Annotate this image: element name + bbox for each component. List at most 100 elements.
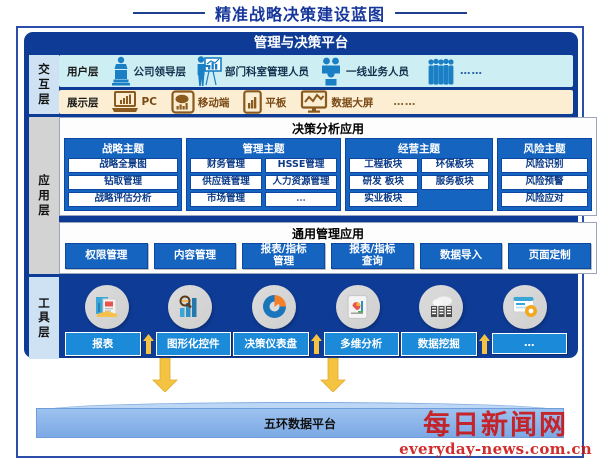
theme-tag[interactable]: 实业板块 bbox=[349, 191, 418, 207]
interaction-layer-label: 交 互 层 bbox=[29, 55, 59, 114]
gm-button-permission[interactable]: 权限管理 bbox=[65, 242, 148, 269]
decision-analysis-panel: 决策分析应用 战略主题 战略全景图 钻取管理 战略评估分析 bbox=[59, 117, 597, 216]
gm-button-data-import[interactable]: 数据导入 bbox=[419, 242, 503, 269]
title-rule-right bbox=[395, 12, 467, 14]
theme-column: 风险识别 风险预警 风险应对 bbox=[501, 158, 588, 207]
display-item-label: 平板 bbox=[265, 96, 287, 109]
theme-tag[interactable]: … bbox=[265, 191, 337, 207]
decision-analysis-title: 决策分析应用 bbox=[291, 122, 364, 136]
crowd-icon bbox=[428, 58, 454, 85]
tool-button-data-mining[interactable]: 数据挖掘 bbox=[401, 331, 477, 356]
gm-button-page-custom[interactable]: 页面定制 bbox=[508, 242, 592, 269]
theme-tag[interactable]: 风险预警 bbox=[501, 174, 588, 190]
vlabel-char: 具 bbox=[38, 310, 50, 325]
theme-tag[interactable]: 财务管理 bbox=[190, 158, 262, 173]
tool-icon-report[interactable] bbox=[84, 284, 129, 329]
up-arrow-icon bbox=[310, 333, 322, 354]
theme-column: 工程板块 研发 板块 实业板块 bbox=[349, 158, 418, 207]
general-management-buttons: 权限管理 内容管理 报表/指标 管理 报表/指标 查询 数据导入 页面定制 bbox=[60, 242, 596, 273]
presenter-chart-icon bbox=[197, 56, 222, 86]
vlabel-char: 层 bbox=[38, 202, 50, 217]
tool-button-multidim[interactable]: 多维分析 bbox=[323, 331, 399, 356]
user-item-leader[interactable]: 公司领导层 bbox=[111, 56, 186, 86]
gm-button-report-manage[interactable]: 报表/指标 管理 bbox=[242, 242, 326, 269]
theme-grid: 财务管理 供应链管理 市场管理 HSSE管理 人力资源管理 … bbox=[190, 158, 337, 207]
display-item-more: …… bbox=[393, 96, 417, 108]
theme-tag[interactable]: 研发 板块 bbox=[349, 174, 418, 190]
display-layer-row: 展示层 PC bbox=[59, 90, 573, 114]
up-arrow-icon bbox=[478, 333, 490, 354]
theme-tag[interactable]: 环保板块 bbox=[420, 158, 489, 173]
tool-icon-settings[interactable] bbox=[503, 284, 548, 329]
platform-body: 交 互 层 用户层 bbox=[29, 55, 597, 359]
multidim-tablet-icon bbox=[347, 294, 368, 319]
display-item-label: PC bbox=[141, 96, 157, 108]
tablet-bars-icon bbox=[243, 90, 263, 114]
management-decision-platform: 管理与决策平台 交 互 层 用户层 bbox=[24, 32, 597, 359]
data-platform: 五环数据平台 bbox=[36, 402, 564, 442]
diagram-frame: 管理与决策平台 交 互 层 用户层 bbox=[16, 26, 597, 458]
tool-icon-multidim[interactable] bbox=[335, 284, 380, 329]
tool-icon-chart-widget[interactable] bbox=[168, 284, 213, 329]
interaction-content: 用户层 公司领导层 bbox=[59, 55, 573, 114]
laptop-icon bbox=[111, 91, 138, 112]
theme-tag[interactable]: 工程板块 bbox=[349, 158, 418, 173]
vlabel-char: 工 bbox=[38, 295, 50, 310]
theme-tag[interactable]: 风险应对 bbox=[501, 191, 588, 207]
tool-button-report[interactable]: 报表 bbox=[65, 331, 141, 356]
monitor-pie-icon bbox=[171, 90, 195, 114]
page-title-row: 精准战略决策建设蓝图 bbox=[0, 0, 600, 26]
theme-tag[interactable]: 人力资源管理 bbox=[265, 174, 337, 190]
user-layer-label: 用户层 bbox=[67, 65, 99, 78]
display-item-bigscreen[interactable]: 数据大屏 bbox=[300, 90, 373, 114]
user-item-frontline[interactable]: 一线业务人员 bbox=[319, 56, 409, 86]
theme-column: 环保板块 服务板块 bbox=[420, 158, 489, 207]
vlabel-char: 应 bbox=[38, 173, 50, 188]
theme-tag[interactable]: 风险识别 bbox=[501, 158, 588, 173]
vlabel-char: 用 bbox=[38, 188, 50, 203]
user-item-more[interactable]: …… bbox=[427, 56, 483, 86]
down-arrow-icon-right bbox=[320, 358, 346, 392]
gm-button-report-query[interactable]: 报表/指标 查询 bbox=[331, 242, 414, 269]
theme-management: 管理主题 财务管理 供应链管理 市场管理 HSSE管理 bbox=[186, 138, 341, 211]
tool-arrow-3 bbox=[478, 333, 490, 354]
theme-title: 管理主题 bbox=[242, 143, 285, 155]
tool-button-dashboard[interactable]: 决策仪表盘 bbox=[233, 331, 309, 356]
decision-theme-group: 战略主题 战略全景图 钻取管理 战略评估分析 bbox=[60, 138, 596, 215]
theme-tag[interactable]: 供应链管理 bbox=[190, 174, 262, 190]
theme-title: 经营主题 bbox=[398, 143, 440, 155]
data-platform-label: 五环数据平台 bbox=[263, 416, 336, 431]
display-item-mobile[interactable]: 移动端 bbox=[171, 90, 229, 114]
tool-icon-row bbox=[59, 277, 573, 329]
gm-button-content[interactable]: 内容管理 bbox=[153, 242, 237, 269]
theme-tag[interactable]: 战略全景图 bbox=[68, 158, 178, 173]
user-item-label: 一线业务人员 bbox=[346, 65, 409, 78]
data-platform-face[interactable]: 五环数据平台 bbox=[36, 408, 564, 438]
theme-tag[interactable]: 钻取管理 bbox=[68, 174, 178, 190]
application-layer: 应 用 层 决策分析应用 战略主题 战略全景图 bbox=[29, 117, 597, 274]
people-group-icon bbox=[322, 57, 340, 86]
theme-tag[interactable]: 服务板块 bbox=[420, 174, 489, 190]
display-item-label: 数据大屏 bbox=[331, 96, 374, 109]
tool-icon-dashboard[interactable] bbox=[252, 284, 297, 329]
interaction-layer: 交 互 层 用户层 bbox=[29, 55, 573, 114]
theme-grid: 战略全景图 钻取管理 战略评估分析 bbox=[68, 158, 178, 207]
theme-tag[interactable]: 市场管理 bbox=[190, 191, 262, 207]
theme-column: 财务管理 供应链管理 市场管理 bbox=[190, 158, 262, 207]
bigscreen-line-icon bbox=[301, 90, 328, 113]
dashboard-donut-icon bbox=[262, 295, 286, 319]
tools-content: 报表 图形化控件 决策仪表盘 多维分 bbox=[59, 277, 573, 359]
general-management-panel: 通用管理应用 权限管理 内容管理 报表/指标 管理 报表/指标 查询 数据导入 … bbox=[59, 221, 597, 274]
tool-icon-data-mining[interactable] bbox=[419, 284, 464, 329]
application-content: 决策分析应用 战略主题 战略全景图 钻取管理 战略评估分析 bbox=[59, 117, 597, 274]
theme-tag[interactable]: HSSE管理 bbox=[265, 158, 337, 173]
tool-button-more[interactable]: … bbox=[491, 333, 567, 355]
theme-column: 战略全景图 钻取管理 战略评估分析 bbox=[68, 158, 178, 207]
tool-button-chart-widget[interactable]: 图形化控件 bbox=[155, 331, 231, 356]
tool-arrow-2 bbox=[310, 333, 322, 354]
tool-button-row: 报表 图形化控件 决策仪表盘 多维分 bbox=[59, 331, 573, 356]
display-item-pc[interactable]: PC bbox=[111, 90, 157, 114]
user-item-dept-manager[interactable]: 部门科室管理人员 bbox=[196, 55, 309, 87]
display-item-tablet[interactable]: 平板 bbox=[243, 90, 286, 114]
theme-tag[interactable]: 战略评估分析 bbox=[68, 191, 178, 207]
